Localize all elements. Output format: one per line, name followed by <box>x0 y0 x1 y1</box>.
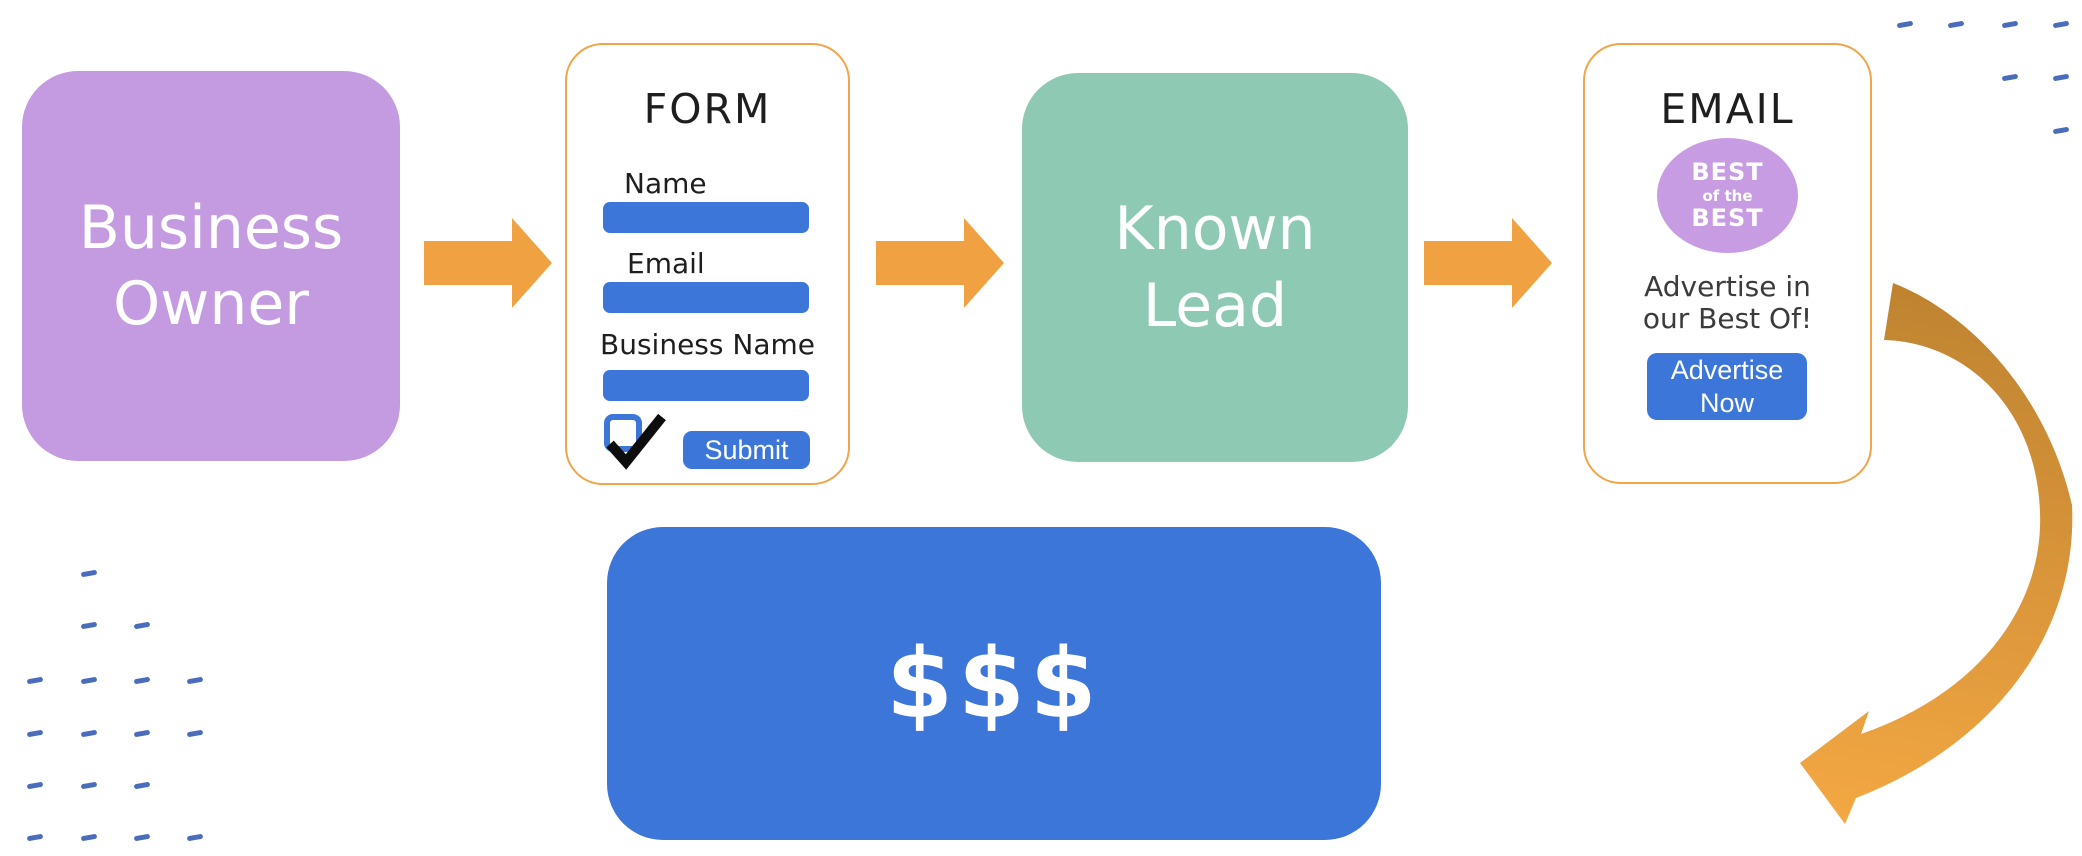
known-lead-node: Known Lead <box>1022 73 1408 462</box>
best-of-the-best-badge: BEST of the BEST <box>1657 138 1798 253</box>
dash-decoration <box>1896 20 1914 29</box>
dash-decoration <box>186 833 204 842</box>
submit-button[interactable]: Submit <box>683 431 810 469</box>
dash-decoration <box>26 833 44 842</box>
dash-decoration <box>133 781 151 790</box>
dash-decoration <box>186 676 204 685</box>
business-name-input[interactable] <box>603 370 809 401</box>
arrow-right-icon <box>876 218 1004 308</box>
form-card: FORM Name Email Business Name Submit <box>565 43 850 485</box>
badge-line3: BEST <box>1691 203 1764 232</box>
name-input[interactable] <box>603 202 809 233</box>
dash-decoration <box>2052 73 2070 82</box>
checkmark-icon <box>606 413 666 470</box>
dash-decoration <box>26 676 44 685</box>
business-owner-label-line2: Owner <box>113 269 309 339</box>
dash-decoration <box>80 621 98 630</box>
business-owner-label-line1: Business <box>78 192 344 263</box>
email-card-title: EMAIL <box>1660 85 1795 133</box>
business-owner-node: Business Owner <box>22 71 400 461</box>
badge-line1: BEST <box>1691 157 1764 186</box>
dash-decoration <box>186 729 204 738</box>
arrow-right-icon <box>424 218 552 308</box>
dash-decoration <box>80 676 98 685</box>
dash-decoration <box>2052 126 2070 135</box>
name-field-label: Name <box>624 167 707 200</box>
advertise-now-button[interactable]: Advertise Now <box>1647 353 1807 420</box>
dash-decoration <box>133 621 151 630</box>
dash-decoration <box>80 729 98 738</box>
known-lead-label-line1: Known <box>1114 194 1316 265</box>
dash-decoration <box>26 781 44 790</box>
badge-line2: of the <box>1702 186 1753 205</box>
dash-decoration <box>2001 73 2019 82</box>
business-name-field-label: Business Name <box>600 328 815 361</box>
form-card-title: FORM <box>643 85 772 133</box>
dash-decoration <box>2001 20 2019 29</box>
email-input[interactable] <box>603 282 809 313</box>
known-lead-label-line2: Lead <box>1142 270 1288 341</box>
email-promo-text: Advertise in our Best Of! <box>1642 270 1813 336</box>
money-node: $$$ <box>607 527 1381 840</box>
dash-decoration <box>80 833 98 842</box>
dash-decoration <box>1947 20 1965 29</box>
dash-decoration <box>133 833 151 842</box>
money-label: $$$ <box>886 627 1102 740</box>
dash-decoration <box>133 676 151 685</box>
email-card: EMAIL BEST of the BEST Advertise in our … <box>1583 43 1872 484</box>
dash-decoration <box>26 729 44 738</box>
arrow-right-icon <box>1424 218 1552 308</box>
dash-decoration <box>133 729 151 738</box>
dash-decoration <box>2052 20 2070 29</box>
dash-decoration <box>80 781 98 790</box>
dash-decoration <box>80 569 98 578</box>
email-field-label: Email <box>627 247 705 280</box>
